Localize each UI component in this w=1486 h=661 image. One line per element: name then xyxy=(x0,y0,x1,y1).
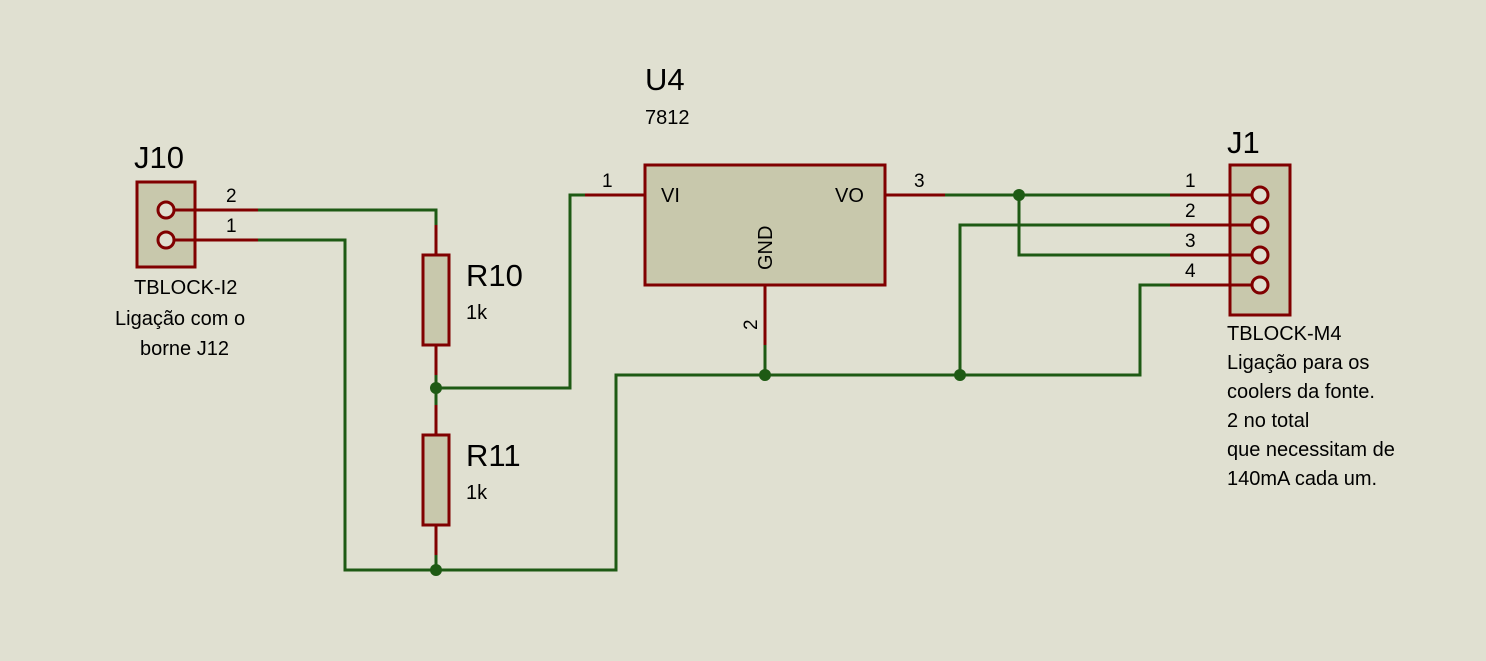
j1-pin-1-hole xyxy=(1250,185,1270,205)
junction-dot xyxy=(430,382,442,394)
j1-ref: J1 xyxy=(1227,125,1260,160)
j10-ref: J10 xyxy=(134,140,184,175)
j1-pin-3-number: 3 xyxy=(1185,231,1196,252)
j10-note-line: Ligação com o xyxy=(115,308,245,330)
u4-value: 7812 xyxy=(645,107,690,129)
j1-pin-2-number: 2 xyxy=(1185,201,1196,222)
j1-pin-4-number: 4 xyxy=(1185,261,1196,282)
j10-pin-2-number: 2 xyxy=(226,186,237,207)
j1-pin-3-hole xyxy=(1250,245,1270,265)
r10-value: 1k xyxy=(466,302,488,324)
r10-ref: R10 xyxy=(466,258,523,293)
u4-pin-vo-number: 3 xyxy=(914,171,925,192)
junction-dot xyxy=(430,564,442,576)
u4-pin-vo-name: VO xyxy=(835,185,864,207)
component-j10[interactable]: J10 2 1 TBLOCK-I2 Ligação com o borne J1… xyxy=(115,140,258,360)
j10-pin-2-hole xyxy=(156,200,176,220)
j1-pin-1-number: 1 xyxy=(1185,171,1196,192)
u4-body[interactable] xyxy=(643,163,887,287)
j10-pin-1-hole xyxy=(156,230,176,250)
wire-gnd-rail-to-j1-pin4[interactable] xyxy=(765,283,1170,377)
component-u4[interactable]: U4 7812 VI VO GND 1 3 2 xyxy=(585,62,945,345)
wire-bottom-to-gnd-rail[interactable] xyxy=(436,373,765,572)
component-r11[interactable]: R11 1k xyxy=(421,405,521,555)
junctions xyxy=(430,189,1025,576)
junction-dot xyxy=(1013,189,1025,201)
j1-note-line: que necessitam de xyxy=(1227,439,1395,461)
junction-dot xyxy=(954,369,966,381)
j1-note-line: coolers da fonte. xyxy=(1227,381,1375,403)
r11-ref: R11 xyxy=(466,438,521,473)
j1-note-line: 140mA cada um. xyxy=(1227,468,1377,490)
u4-pin-gnd-number: 2 xyxy=(741,319,762,330)
wires xyxy=(258,193,1170,572)
j10-note-line: borne J12 xyxy=(140,338,229,360)
j1-pin-4-hole xyxy=(1250,275,1270,295)
j10-pin-1-number: 1 xyxy=(226,216,237,237)
j1-type: TBLOCK-M4 xyxy=(1227,323,1341,345)
j1-note-line: Ligação para os xyxy=(1227,352,1369,374)
u4-pin-vi-name: VI xyxy=(661,185,680,207)
wire-j10-pin2-to-r10[interactable] xyxy=(258,208,438,225)
wire-divider-to-vi[interactable] xyxy=(436,193,585,390)
j1-pin-2-hole xyxy=(1250,215,1270,235)
j10-type: TBLOCK-I2 xyxy=(134,277,237,299)
wire-j10-pin1-to-ground-net[interactable] xyxy=(258,238,436,572)
u4-pin-gnd-name: GND xyxy=(755,226,777,270)
component-r10[interactable]: R10 1k xyxy=(421,225,523,375)
wire-vo-to-j1-pin3[interactable] xyxy=(1017,195,1170,257)
j10-body[interactable] xyxy=(135,180,197,269)
r11-body[interactable] xyxy=(421,433,451,527)
component-j1[interactable]: J1 1 2 3 4 TBLOCK-M4 Ligação para os coo… xyxy=(1170,125,1395,490)
wire-gnd-to-j1-pin2[interactable] xyxy=(958,223,1170,375)
junction-dot xyxy=(759,369,771,381)
u4-pin-vi-number: 1 xyxy=(602,171,613,192)
r11-value: 1k xyxy=(466,482,488,504)
r10-body[interactable] xyxy=(421,253,451,347)
j1-note-line: 2 no total xyxy=(1227,410,1309,432)
u4-ref: U4 xyxy=(645,62,685,97)
